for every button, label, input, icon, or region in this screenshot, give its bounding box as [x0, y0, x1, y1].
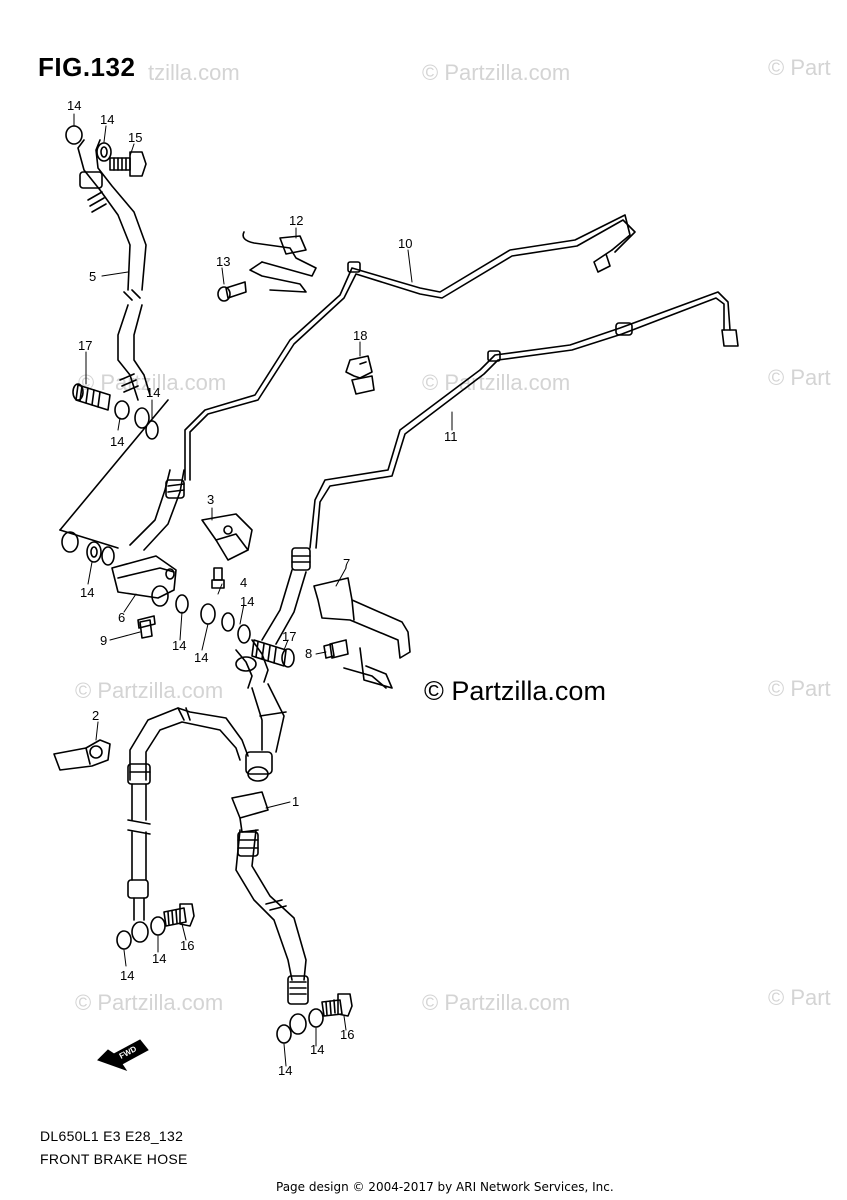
union-bolt-17 — [72, 383, 111, 411]
model-code: DL650L1 E3 E28_132 — [40, 1128, 184, 1144]
watermark: © Partzilla.com — [78, 370, 227, 395]
bracket-part-7 — [313, 577, 411, 689]
callout-label: 12 — [289, 213, 303, 228]
callout-label: 14 — [240, 594, 254, 609]
union-bolt-16 — [321, 993, 353, 1017]
callout-label: 18 — [353, 328, 367, 343]
callout-label: 14 — [172, 638, 186, 653]
callout-label: 1 — [292, 794, 299, 809]
washer-14 — [200, 603, 216, 625]
callout-label: 14 — [100, 112, 114, 127]
callout-label: 3 — [207, 492, 214, 507]
callout-label: 16 — [180, 938, 194, 953]
callout-label: 14 — [80, 585, 94, 600]
junction-block-part-6 — [111, 555, 177, 607]
callout-label: 2 — [92, 708, 99, 723]
brake-hose-lower-right-upper — [245, 683, 287, 782]
callout-label: 14 — [310, 1042, 324, 1057]
callout-label: 10 — [398, 236, 412, 251]
lower-junction-fitting — [235, 639, 269, 689]
clamp-part-12 — [242, 231, 317, 293]
callout-label: 14 — [194, 650, 208, 665]
brand-watermark: © Partzilla.com — [424, 676, 606, 706]
callout-label: 4 — [240, 575, 247, 590]
union-bolt-17 — [251, 639, 295, 668]
bolt-part-9 — [137, 615, 156, 639]
union-bolt-15 — [109, 151, 147, 177]
watermark-partial: © Part — [768, 365, 831, 390]
callout-label: 14 — [120, 968, 134, 983]
washer-14 — [150, 916, 166, 936]
washer-14 — [116, 930, 132, 950]
watermark-clipped: tzilla.com — [148, 60, 240, 85]
bolt-part-4 — [211, 567, 225, 589]
brake-hose-lower-right — [235, 829, 309, 1035]
leader-lines — [73, 113, 453, 1067]
clamp-part-2 — [53, 739, 111, 771]
callout-label: 6 — [118, 610, 125, 625]
bracket-part-3 — [201, 513, 253, 561]
fwd-arrow-icon: FWD — [97, 1039, 149, 1071]
callout-label: 11 — [444, 429, 458, 444]
watermark: © Partzilla.com — [422, 60, 571, 85]
callout-label: 14 — [146, 385, 160, 400]
callout-label: 14 — [152, 951, 166, 966]
callout-label: 13 — [216, 254, 230, 269]
callout-label: 15 — [128, 130, 142, 145]
callout-label: 14 — [110, 434, 124, 449]
washer-14 — [134, 407, 150, 429]
callout-label: 14 — [278, 1063, 292, 1078]
watermark: © Partzilla.com — [75, 990, 224, 1015]
washer-14 — [308, 1008, 324, 1028]
washer-14 — [114, 400, 130, 420]
brake-hose-part-5 — [77, 139, 151, 401]
washer-14 — [86, 541, 102, 563]
washer-14 — [175, 594, 189, 614]
washer-14 — [237, 624, 251, 644]
brake-pipe-part-11 — [309, 291, 739, 549]
callout-label: 17 — [78, 338, 92, 353]
hose-guide-part-1 — [231, 791, 269, 833]
brake-pipe-part-10 — [184, 214, 636, 481]
washer-14 — [65, 125, 83, 145]
figure-caption: FRONT BRAKE HOSE — [40, 1151, 188, 1167]
bolt-part-8 — [323, 639, 349, 659]
callout-label: 9 — [100, 633, 107, 648]
callout-label: 7 — [343, 556, 350, 571]
watermark-partial: © Part — [768, 676, 831, 701]
watermark: © Partzilla.com — [422, 370, 571, 395]
callout-label: 8 — [305, 646, 312, 661]
watermark-partial: © Part — [768, 985, 831, 1010]
washer-14 — [131, 921, 149, 943]
brake-hose-lower-left — [127, 707, 249, 921]
washer-14 — [61, 531, 79, 553]
figure-title: FIG.132 — [38, 52, 136, 82]
callout-label: 14 — [67, 98, 81, 113]
callout-label: 16 — [340, 1027, 354, 1042]
watermark-partial: © Part — [768, 55, 831, 80]
watermark: © Partzilla.com — [422, 990, 571, 1015]
clip-part-18 — [345, 355, 375, 395]
bolt-part-13 — [217, 281, 247, 302]
union-bolt-16 — [163, 903, 195, 927]
washer-14 — [221, 612, 235, 632]
brake-hose-mid-left — [129, 469, 185, 551]
washer-14 — [276, 1024, 292, 1044]
washer-14 — [145, 420, 159, 440]
watermark: © Partzilla.com — [75, 678, 224, 703]
washer-14 — [96, 142, 112, 162]
callout-label: 5 — [89, 269, 96, 284]
callout-label: 17 — [282, 629, 296, 644]
brake-hose-mid-right — [261, 547, 311, 645]
washer-14 — [101, 546, 115, 566]
page-footer: Page design © 2004-2017 by ARI Network S… — [276, 1180, 614, 1194]
